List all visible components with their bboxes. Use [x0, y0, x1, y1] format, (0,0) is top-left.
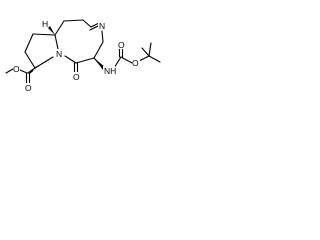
atom-lactam-o: O — [73, 72, 80, 82]
bond-tbu-methyl-2 — [148, 42, 152, 57]
bond-calpha-ch2a — [24, 51, 36, 69]
bond-ester-c-calpha — [27, 67, 36, 74]
bond-n-calpha — [34, 56, 54, 69]
atom-ester-o-double: O — [25, 83, 32, 93]
bond-carbonyl-n — [64, 55, 77, 64]
bond-carbamate-c-o — [120, 56, 133, 64]
bond-nh-carbamate-c — [113, 56, 122, 69]
bond-ch2-imine-c — [82, 19, 92, 28]
atom-carbamate-nh: NH — [104, 66, 116, 76]
bond-ch2-ch2 — [63, 19, 84, 22]
bond-tbu-methyl-1 — [148, 55, 161, 63]
bonds — [5, 19, 161, 85]
bond-methyl-o — [5, 68, 14, 74]
hash-calpha-ester — [29, 69, 34, 74]
bond-ch2b-cbridge — [32, 33, 56, 36]
bond-ch2-cstereo — [93, 41, 104, 59]
bond-cbridge-n — [54, 34, 59, 50]
bond-ch2a-ch2b — [24, 33, 34, 53]
wedge-bridge-h — [48, 26, 55, 35]
bond-cbridge-ch2 — [54, 20, 65, 36]
bond-o-ester-c — [19, 69, 28, 74]
atom-ring-n-amide: N — [56, 49, 62, 59]
bond-imine-n-ch2 — [101, 30, 104, 43]
atom-stereo-h: H — [42, 19, 48, 29]
atom-ring-n-imine: N — [99, 21, 105, 31]
atom-carbamate-o-single: O — [132, 58, 139, 68]
stereo-wedges — [29, 26, 105, 74]
chemical-structure-diagram: O O N N O NH O O H — [5, 19, 161, 93]
atom-ester-o-single: O — [13, 64, 20, 74]
atom-carbamate-o-double: O — [118, 40, 125, 50]
bond-o-tbu-c — [138, 55, 150, 62]
wedge-cstereo-nh — [94, 58, 105, 70]
bond-tbu-methyl-3 — [141, 47, 150, 57]
bond-cstereo-carbonyl — [75, 57, 95, 64]
atom-labels: O O N N O NH O O H — [13, 19, 140, 93]
bond-imine-c-n-double-2 — [89, 25, 99, 31]
bond-imine-c-n-double-1 — [90, 22, 100, 28]
